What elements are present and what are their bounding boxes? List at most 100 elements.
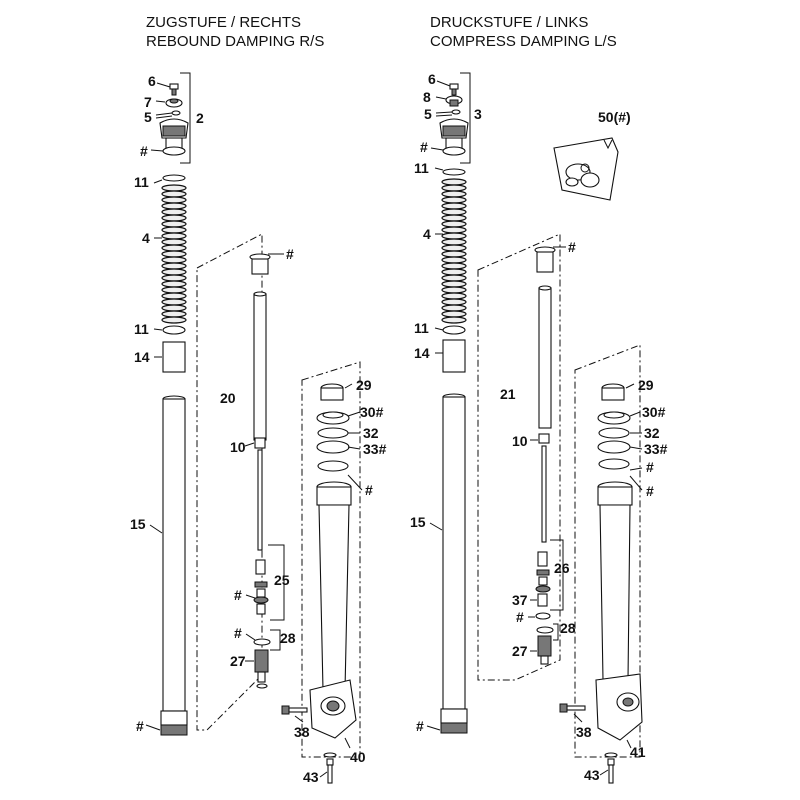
label-l41: 41	[630, 744, 646, 760]
label-l5: 5	[424, 106, 432, 122]
fork-cap-3	[439, 118, 469, 156]
spring-coil	[161, 244, 187, 252]
label-r11b: 11	[134, 321, 149, 337]
label-r4: 4	[142, 230, 150, 246]
label-rh2: #	[136, 718, 144, 734]
valve-25	[253, 559, 269, 615]
spring-coil	[441, 316, 467, 324]
cartridge-20	[249, 253, 271, 551]
cartridge-21	[534, 246, 556, 543]
spring-coil	[161, 256, 187, 264]
spacer-14	[162, 341, 186, 373]
label-r32: 32	[363, 425, 379, 441]
spring-coil	[161, 268, 187, 276]
piston-27-left	[537, 635, 552, 665]
spring-coil	[441, 244, 467, 252]
spring-coil	[441, 280, 467, 288]
spring-coil	[441, 226, 467, 234]
label-l14: 14	[414, 345, 430, 361]
label-r2: 2	[196, 110, 204, 126]
spring-coil	[441, 256, 467, 264]
spring-coil	[161, 202, 187, 210]
spring-coil	[441, 184, 467, 192]
label-l10: 10	[512, 433, 528, 449]
label-rh3: #	[286, 246, 294, 262]
label-l29: 29	[638, 377, 654, 393]
part-hash	[317, 460, 349, 472]
label-l11a: 11	[414, 160, 429, 176]
label-l37: 37	[512, 592, 528, 608]
label-rh1: #	[140, 143, 148, 159]
spring-coil	[161, 280, 187, 288]
spring-coil	[441, 286, 467, 294]
label-r5: 5	[144, 109, 152, 125]
spring-coil	[441, 268, 467, 276]
outer-tube-40	[309, 481, 357, 739]
spring-coil	[441, 178, 467, 186]
label-rh5: #	[234, 625, 242, 641]
washer-11-top	[162, 174, 186, 182]
label-l21: 21	[500, 386, 516, 402]
spring-coil	[161, 238, 187, 246]
label-r28: 28	[280, 630, 296, 646]
spring-coil	[161, 196, 187, 204]
spring-coil	[161, 208, 187, 216]
washer-11-bottom	[162, 325, 186, 335]
spring-coil	[441, 310, 467, 318]
clip-32-left	[598, 427, 630, 439]
cap-screw-6	[169, 83, 179, 96]
dust-seal-33	[316, 440, 350, 454]
cap-part-7	[165, 98, 183, 108]
spring-coil	[161, 298, 187, 306]
bolt-43	[323, 752, 337, 784]
label-lh3: #	[568, 239, 576, 255]
title-right-german: ZUGSTUFE / RECHTS	[146, 14, 301, 31]
spring-coil	[161, 250, 187, 258]
label-lh5: #	[646, 459, 654, 475]
ring-28	[253, 638, 271, 646]
spring-coil	[441, 250, 467, 258]
spring-coil	[441, 214, 467, 222]
fork-cap-2	[159, 118, 189, 156]
spring-coil	[441, 238, 467, 246]
label-l32: 32	[644, 425, 660, 441]
fork-spring-4-left	[441, 178, 467, 324]
spring-coil	[161, 292, 187, 300]
cap-screw-6-left	[449, 83, 459, 96]
label-lh1: #	[420, 139, 428, 155]
spring-coil	[161, 184, 187, 192]
label-r10: 10	[230, 439, 246, 455]
ring-28-left	[536, 626, 554, 634]
label-r29: 29	[356, 377, 372, 393]
spring-coil	[441, 232, 467, 240]
label-l38: 38	[576, 724, 592, 740]
seal-30	[316, 411, 350, 425]
spring-coil	[161, 226, 187, 234]
label-rh4: #	[234, 587, 242, 603]
label-r11a: 11	[134, 174, 149, 190]
clip-32	[317, 427, 349, 439]
spring-coil	[161, 304, 187, 312]
label-l8: 8	[423, 89, 431, 105]
label-r14: 14	[134, 349, 150, 365]
title-right-english: REBOUND DAMPING R/S	[146, 33, 324, 50]
spring-coil	[161, 220, 187, 228]
spring-coil	[441, 220, 467, 228]
spring-coil	[161, 316, 187, 324]
rebound-side	[145, 72, 363, 784]
label-l3: 3	[474, 106, 482, 122]
label-r33: 33#	[363, 441, 387, 457]
ring-hash-left	[535, 612, 551, 620]
fork-spring-4	[161, 184, 187, 324]
outer-tube-41	[595, 481, 643, 741]
spacer-14-left	[442, 339, 466, 373]
label-l6: 6	[428, 71, 436, 87]
label-l15: 15	[410, 514, 426, 530]
label-l11b: 11	[414, 320, 429, 336]
label-l33: 33#	[644, 441, 668, 457]
inner-tube-15	[160, 395, 188, 736]
part-hash-left	[598, 458, 630, 470]
spring-coil	[161, 274, 187, 282]
label-lh4: #	[516, 609, 524, 625]
spring-coil	[161, 310, 187, 318]
